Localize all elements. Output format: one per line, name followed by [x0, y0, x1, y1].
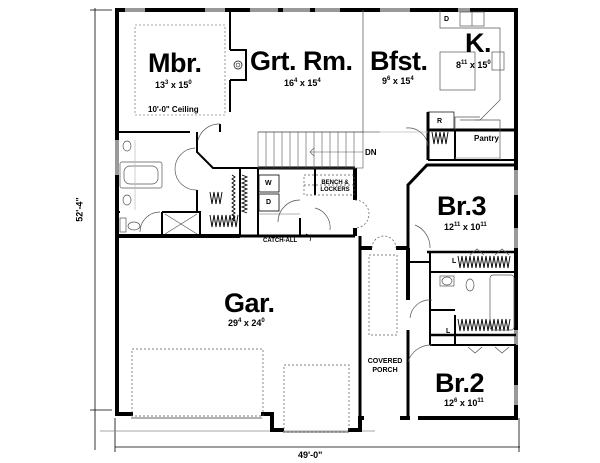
dim-sup: 0 — [188, 80, 192, 86]
linen-closet-label: L — [452, 258, 457, 265]
covered-porch-label: COVERED PORCH — [361, 358, 409, 374]
linen-closet-label: L — [446, 328, 451, 335]
dim-value: 13 — [155, 80, 166, 90]
dimension-lines — [90, 8, 520, 452]
room-dim-great-room: 164 x 154 — [284, 78, 321, 88]
room-name-bedroom-2: Br.2 — [435, 368, 485, 398]
room-name-mbr: Mbr. — [148, 48, 202, 78]
dim-value: 12 — [444, 222, 455, 232]
kitchen-counters — [427, 10, 505, 160]
dim-sup: 0 — [261, 318, 265, 324]
windows — [115, 8, 518, 433]
dim-sup: 6 — [454, 398, 458, 404]
dim-sup: 11 — [461, 60, 468, 66]
label-line: PORCH — [372, 367, 398, 374]
dim-sup: 3 — [165, 80, 169, 86]
dim-value: 15 — [477, 60, 488, 70]
overall-width-dimension: 49'-0" — [298, 450, 323, 460]
overall-depth-dimension: 52'-4" — [74, 197, 85, 222]
catch-all-label: CATCH-ALL — [263, 238, 298, 244]
dim-value: 9 — [382, 76, 388, 86]
dim-sup: 4 — [238, 318, 242, 324]
stairs — [257, 131, 364, 169]
dim-value: 15 — [307, 78, 318, 88]
dim-value: 12 — [444, 398, 455, 408]
room-name-breakfast: Bfst. — [370, 46, 428, 76]
bench-lockers-label: BENCH & LOCKERS — [314, 180, 356, 193]
label-line: LOCKERS — [320, 187, 350, 193]
closet-door-marks — [467, 248, 510, 354]
dishwasher-label: D — [444, 16, 450, 23]
room-dim-bedroom-2: 126 x 1011 — [444, 398, 484, 408]
ceiling-note: 10'-0" Ceiling — [148, 105, 199, 114]
room-dim-garage: 294 x 240 — [228, 318, 265, 328]
ceiling-outline — [134, 24, 226, 116]
dim-value: 16 — [284, 78, 295, 88]
dim-sup: 6 — [387, 76, 391, 82]
bath-fixtures — [119, 140, 515, 331]
room-name-great-room: Grt. Rm. — [250, 46, 353, 76]
pantry-label: Pantry — [474, 134, 499, 143]
dim-value: 15 — [400, 76, 411, 86]
door-swings — [139, 123, 433, 363]
dim-sup: 11 — [454, 222, 461, 228]
room-dim-bedroom-3: 1211 x 1011 — [444, 222, 487, 232]
room-name-garage: Gar. — [224, 288, 275, 318]
refrigerator-label: R — [437, 118, 443, 125]
stairs-down-label: DN — [365, 148, 377, 157]
label-line: BENCH & — [321, 180, 349, 186]
room-dim-mbr: 133 x 150 — [155, 80, 192, 90]
dryer-label: D — [266, 199, 272, 206]
dim-sup: 4 — [317, 78, 321, 84]
room-dim-kitchen: 811 x 150 — [456, 60, 491, 70]
garage-doors — [131, 174, 398, 433]
laundry-appliances — [258, 174, 300, 215]
room-name-kitchen: K. — [465, 28, 492, 58]
dim-value: 29 — [228, 318, 239, 328]
dim-sup: 11 — [477, 398, 484, 404]
dim-value: 10 — [467, 398, 478, 408]
dim-sup: 4 — [294, 78, 298, 84]
closet-hatching — [209, 131, 511, 332]
room-name-bedroom-3: Br.3 — [437, 191, 487, 221]
room-dim-breakfast: 96 x 154 — [382, 76, 414, 86]
label-line: COVERED — [367, 358, 403, 365]
dim-value: 10 — [470, 222, 481, 232]
dim-sup: 4 — [410, 76, 414, 82]
dim-value: 15 — [178, 80, 189, 90]
dim-sup: 0 — [487, 60, 491, 66]
dim-value: 8 — [456, 60, 462, 70]
dim-value: 24 — [251, 318, 262, 328]
washer-label: W — [265, 180, 272, 187]
dim-sup: 11 — [480, 222, 487, 228]
